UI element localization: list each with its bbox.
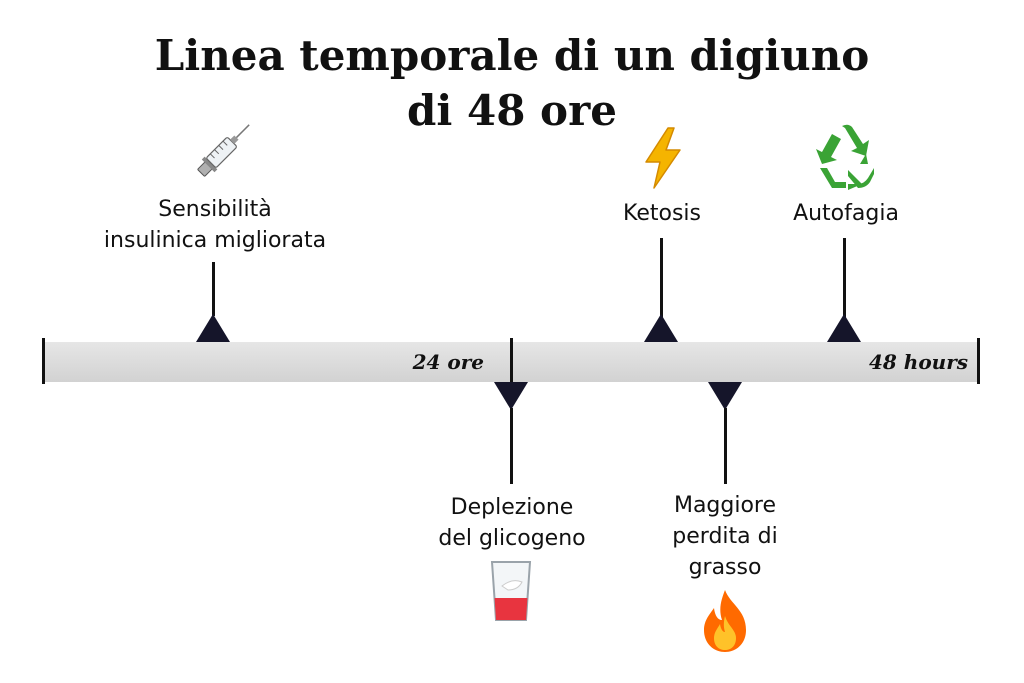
timeline-end-tick [977,338,980,384]
insulin-stem [212,262,215,316]
page-title: Linea temporale di un digiuno di 48 ore [0,28,1024,138]
event-autophagy: Autofagia [744,198,948,229]
event-fat-loss: Maggiore perdita di grasso [620,490,830,583]
event-label-line: Deplezione [450,495,574,520]
fat-loss-stem [724,408,727,484]
event-label-line: insulinica migliorata [103,228,327,253]
timeline-start-tick [42,338,45,384]
event-label-line: Sensibilità [158,197,272,222]
event-label-line: Autofagia [793,201,899,226]
lightning-icon [645,127,681,189]
fire-icon [704,590,746,652]
fat-loss-marker [708,382,742,410]
ketosis-stem [660,238,663,318]
event-label-line: Maggiore [673,493,777,518]
syringe-icon [197,124,250,177]
timeline-24h-tick [510,338,513,384]
event-label-line: del glicogeno [438,526,586,551]
marker-24-ore: 24 ore [412,350,484,374]
recycle-icon [816,124,874,190]
event-label-line: Ketosis [623,201,701,226]
insulin-marker [196,314,230,342]
event-label-line: perdita di [672,524,778,549]
event-insulin-sensitivity: Sensibilità insulinica migliorata [60,194,370,256]
event-glycogen-depletion: Deplezione del glicogeno [380,492,644,554]
title-line-1: Linea temporale di un digiuno [154,31,870,80]
event-ketosis: Ketosis [560,198,764,229]
glycogen-stem [510,408,513,484]
glass-icon [490,561,532,621]
title-line-2: di 48 ore [407,86,617,135]
ketosis-marker [644,314,678,342]
event-label-line: grasso [688,555,762,580]
glycogen-marker [494,382,528,410]
autophagy-stem [843,238,846,318]
autophagy-marker [827,314,861,342]
marker-48-hours: 48 hours [868,350,968,374]
